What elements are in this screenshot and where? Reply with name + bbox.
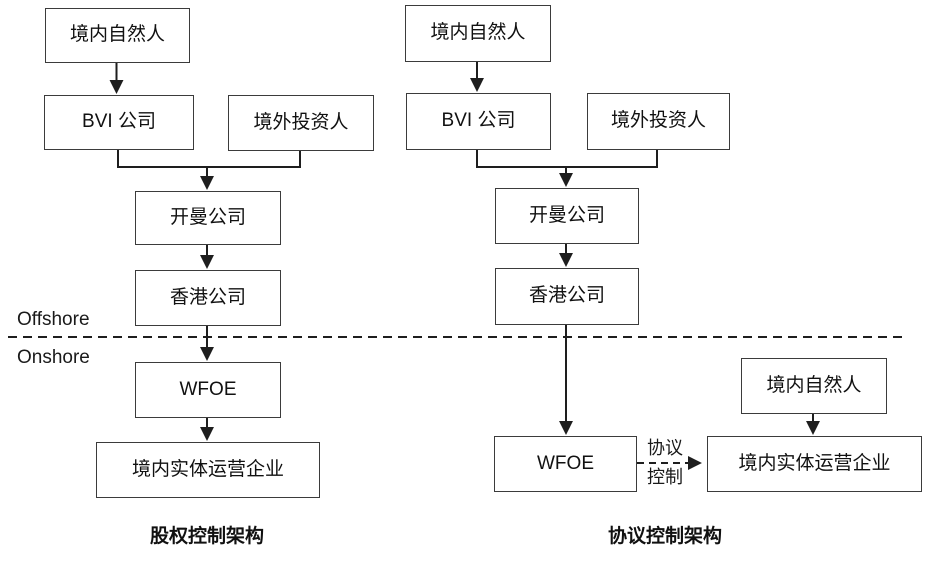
node-right-domestic-natural-person: 境内自然人: [405, 5, 551, 62]
caption-equity-control-structure: 股权控制架构: [149, 526, 264, 547]
connector-right-merge: [476, 148, 658, 168]
node-right-cayman-company: 开曼公司: [495, 188, 639, 244]
caption-agreement-control-structure: 协议控制架构: [607, 526, 722, 547]
node-left-hongkong-company: 香港公司: [135, 270, 281, 326]
node-left-wfoe: WFOE: [135, 362, 281, 418]
node-left-cayman-company: 开曼公司: [135, 191, 281, 245]
onshore-label: Onshore: [17, 347, 90, 368]
node-right-domestic-natural-person-onshore: 境内自然人: [741, 358, 887, 414]
node-right-bvi-company: BVI 公司: [406, 93, 551, 150]
node-left-domestic-operating-entity: 境内实体运营企业: [96, 442, 320, 498]
node-left-domestic-natural-person: 境内自然人: [45, 8, 190, 63]
node-left-bvi-company: BVI 公司: [44, 95, 194, 150]
node-right-wfoe: WFOE: [494, 436, 637, 492]
node-right-hongkong-company: 香港公司: [495, 268, 639, 325]
node-left-foreign-investor: 境外投资人: [228, 95, 374, 151]
node-right-foreign-investor: 境外投资人: [587, 93, 730, 150]
offshore-label: Offshore: [17, 309, 90, 330]
node-right-domestic-operating-entity: 境内实体运营企业: [707, 436, 922, 492]
vie-link-label-line2: 控制: [647, 467, 683, 487]
vie-link-label-line1: 协议: [647, 438, 683, 458]
